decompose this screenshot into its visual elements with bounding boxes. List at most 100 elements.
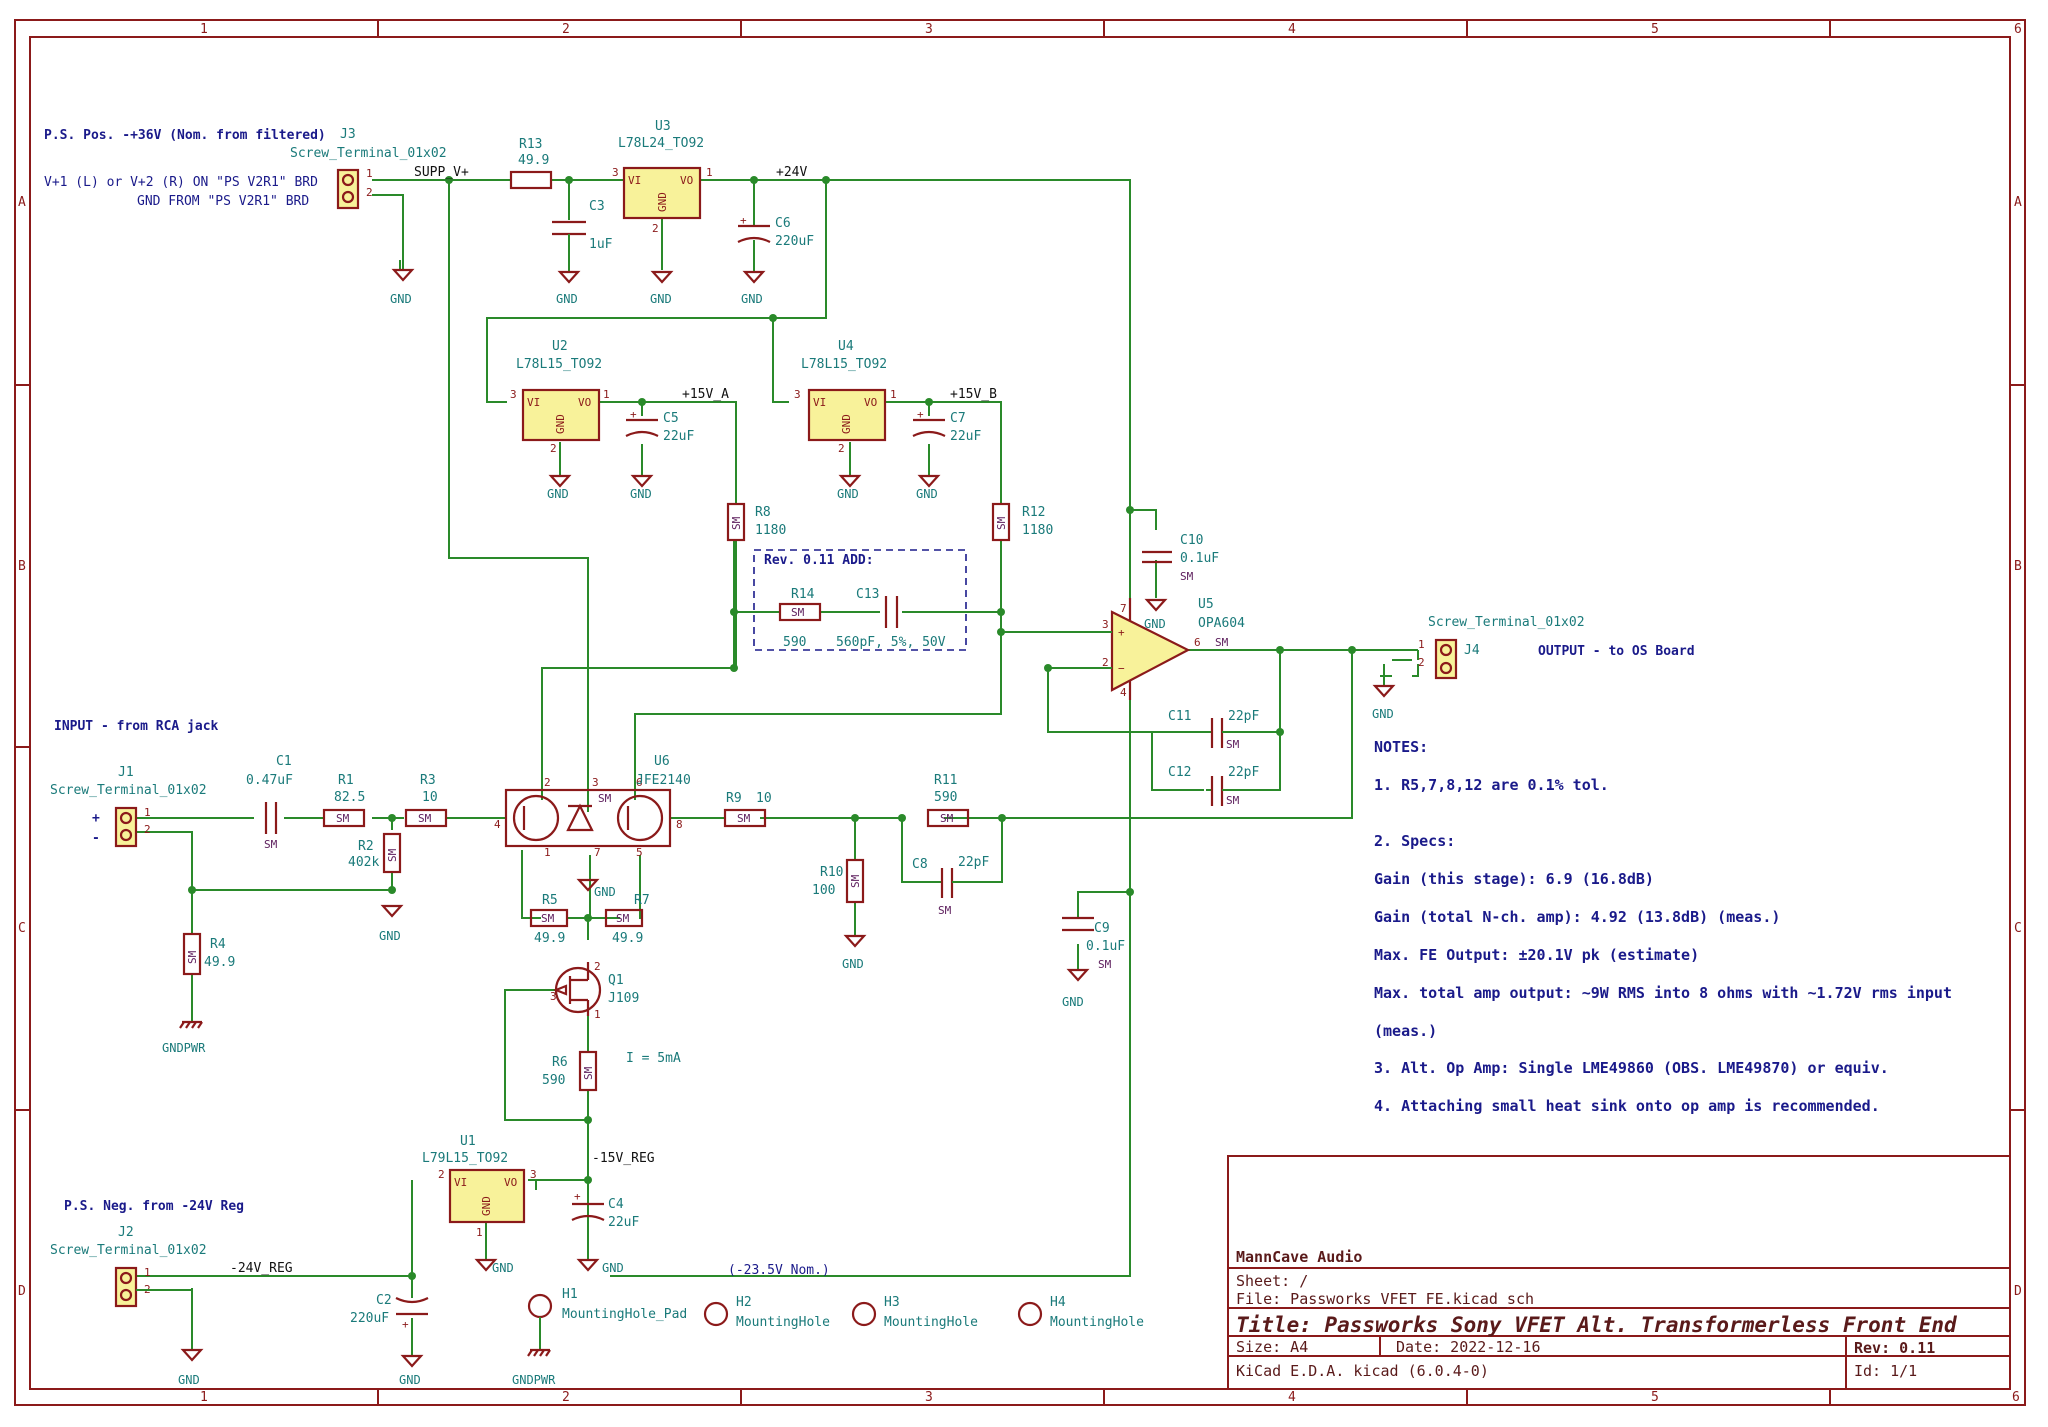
R9-value: 10 [756, 791, 772, 806]
J3-ref: J3 [340, 127, 356, 142]
C12-capacitor [1210, 776, 1236, 806]
U1-pin3: 3 [530, 1168, 537, 1181]
R9-resistor [723, 808, 767, 828]
R12-resistor [991, 502, 1011, 542]
gnd-symbol-c9 [1066, 968, 1090, 982]
R3-value: 10 [422, 790, 438, 805]
R11-value: 590 [934, 790, 957, 805]
tb-file: File: Passworks VFET FE.kicad_sch [1236, 1290, 1534, 1308]
H1-mounting-hole [527, 1293, 553, 1357]
U4-value: L78L15_TO92 [801, 357, 887, 372]
J2-terminal: 12 [114, 1266, 151, 1308]
H2-value: MountingHole [736, 1315, 830, 1330]
svg-text:2: 2 [594, 960, 601, 973]
col-label-2-bottom: 2 [562, 1390, 570, 1405]
U2-pin1: 1 [603, 388, 610, 401]
col-label-5-bottom: 5 [1651, 1390, 1659, 1405]
C8-sm: SM [938, 904, 952, 917]
C1-value: 0.47uF [246, 773, 293, 788]
C9-ref: C9 [1094, 921, 1110, 936]
row-label-a-right: A [2014, 195, 2022, 210]
col-label-1-top: 1 [200, 22, 208, 37]
U4-pin-vi: VI [813, 396, 826, 409]
svg-text:5: 5 [636, 846, 643, 859]
gnd-label-c5: GND [630, 487, 652, 501]
C6-ref: C6 [775, 216, 791, 231]
R14-sm: SM [791, 606, 805, 619]
gnd-symbol-c3 [557, 270, 581, 284]
gnd-symbol-u1 [474, 1258, 498, 1272]
R5-resistor [529, 908, 569, 928]
svg-text:1: 1 [366, 167, 373, 180]
J1-terminal: 12 [114, 806, 151, 848]
gnd-symbol-j4 [1372, 684, 1396, 698]
C2-value: 220uF [350, 1311, 389, 1326]
U1-pin2: 2 [438, 1168, 445, 1181]
net-p24: +24V [776, 165, 807, 180]
row-label-c-left: C [18, 921, 26, 936]
C13-value: 560pF, 5%, 50V [836, 635, 946, 650]
R9-sm: SM [737, 812, 751, 825]
svg-text:1: 1 [544, 846, 551, 859]
U2-value: L78L15_TO92 [516, 357, 602, 372]
R2-value: 402k [348, 855, 379, 870]
H4-ref: H4 [1050, 1295, 1066, 1310]
R7-resistor [604, 908, 644, 928]
row-label-b-right: B [2014, 559, 2022, 574]
R5-value: 49.9 [534, 931, 565, 946]
C12-ref: C12 [1168, 765, 1191, 780]
C8-capacitor [940, 868, 960, 898]
R2-resistor [382, 832, 402, 874]
col-label-1-bottom: 1 [200, 1390, 208, 1405]
svg-text:7: 7 [594, 846, 601, 859]
row-label-a-left: A [18, 195, 26, 210]
U3-pin2: 2 [652, 222, 659, 235]
U3-regulator [622, 166, 702, 220]
notes-block: NOTES: 1. R5,7,8,12 are 0.1% tol. 2. Spe… [1374, 738, 1952, 1115]
U4-ref: U4 [838, 339, 854, 354]
R3-resistor [404, 808, 448, 828]
input-minus: - [92, 831, 100, 846]
C7-value: 22uF [950, 429, 981, 444]
gnd-label-c9: GND [1062, 995, 1084, 1009]
U2-ref: U2 [552, 339, 568, 354]
net-supp-v: SUPP_V+ [414, 165, 469, 180]
R10-value: 100 [812, 883, 835, 898]
net-p15b: +15V_B [950, 387, 997, 402]
C1-sm: SM [264, 838, 278, 851]
tb-size: Size: A4 [1236, 1338, 1308, 1356]
U2-pin2: 2 [550, 442, 557, 455]
C4-capacitor: + [571, 1190, 605, 1221]
C6-value: 220uF [775, 234, 814, 249]
U1-ref: U1 [460, 1134, 476, 1149]
gnd-label-j3: GND [390, 292, 412, 306]
ps-pos-label: P.S. Pos. -+36V (Nom. from filtered) [44, 128, 326, 143]
R1-ref: R1 [338, 773, 354, 788]
C5-value: 22uF [663, 429, 694, 444]
svg-text:3: 3 [592, 776, 599, 789]
net-m24: -24V_REG [230, 1261, 293, 1276]
R14-resistor [778, 602, 822, 622]
J1-ref: J1 [118, 765, 134, 780]
gnd-label-r10: GND [842, 957, 864, 971]
J4-value: Screw_Terminal_01x02 [1428, 615, 1585, 630]
wires [128, 179, 1419, 1356]
svg-text:6: 6 [636, 776, 643, 789]
gnd-label-c7: GND [916, 487, 938, 501]
J1-value: Screw_Terminal_01x02 [50, 783, 207, 798]
gnd-source-label: GND FROM "PS V2R1" BRD [137, 194, 309, 209]
notes-heading: NOTES: [1374, 738, 1428, 756]
gnd-label-c4: GND [602, 1261, 624, 1275]
C6-capacitor: + [737, 214, 771, 243]
gnd-symbol-j2 [180, 1348, 204, 1362]
svg-text:1: 1 [144, 806, 151, 819]
gnd-symbol-c6 [742, 270, 766, 284]
R6-resistor [578, 1050, 598, 1092]
U1-pin-gnd: GND [480, 1196, 493, 1216]
U4-pin3: 3 [794, 388, 801, 401]
C11-capacitor [1210, 718, 1236, 748]
U5-sm: SM [1215, 636, 1229, 649]
net-m15: -15V_REG [592, 1151, 655, 1166]
R11-resistor [926, 808, 970, 828]
